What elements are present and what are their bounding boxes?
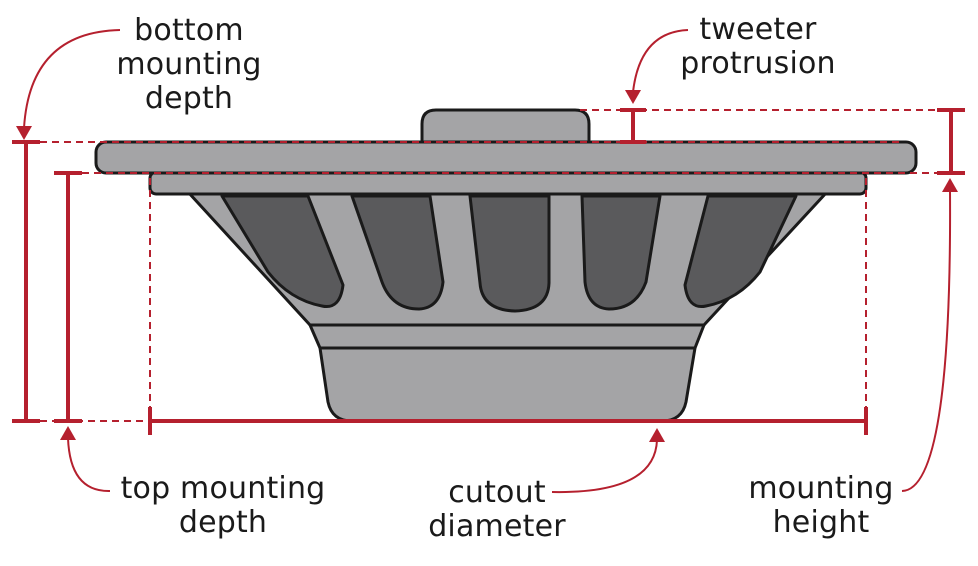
label-line: depth [144, 81, 234, 116]
cone-slot [220, 194, 345, 309]
dimension-bars [12, 108, 965, 435]
cone-slot [350, 194, 445, 311]
magnet-ring [308, 323, 706, 350]
callout-leaders [23, 29, 952, 494]
leader-bottom-mounting-depth [23, 29, 121, 129]
lower-frame [148, 170, 868, 196]
label-line: depth [178, 505, 268, 540]
magnet-body [318, 346, 697, 423]
cone-slot [580, 194, 662, 311]
label-line: cutout [448, 475, 546, 510]
leader-tweeter-protrusion [632, 29, 689, 93]
label-tweeter-protrusion: tweeter protrusion [665, 13, 851, 81]
label-bottom-mounting-depth: bottom mounting depth [106, 14, 272, 116]
label-line: bottom [134, 13, 244, 48]
label-top-mounting-depth: top mounting depth [108, 472, 338, 540]
cone-slot [468, 194, 551, 313]
label-line: mounting [116, 47, 262, 82]
label-line: protrusion [680, 46, 836, 81]
label-line: mounting [748, 471, 894, 506]
leader-top-mounting-depth [67, 437, 111, 493]
cone-slot [683, 194, 798, 309]
label-line: height [772, 505, 870, 540]
tweeter-dome [420, 108, 591, 147]
leader-cutout-diameter [551, 439, 658, 494]
label-mounting-height: mounting height [738, 472, 904, 540]
label-line: top mounting [120, 471, 326, 506]
label-cutout-diameter: cutout diameter [412, 476, 582, 544]
leader-mounting-height [901, 189, 952, 492]
label-line: diameter [428, 509, 566, 544]
callout-arrowheads [16, 90, 958, 442]
label-line: tweeter [699, 12, 817, 47]
top-flange [94, 140, 918, 175]
